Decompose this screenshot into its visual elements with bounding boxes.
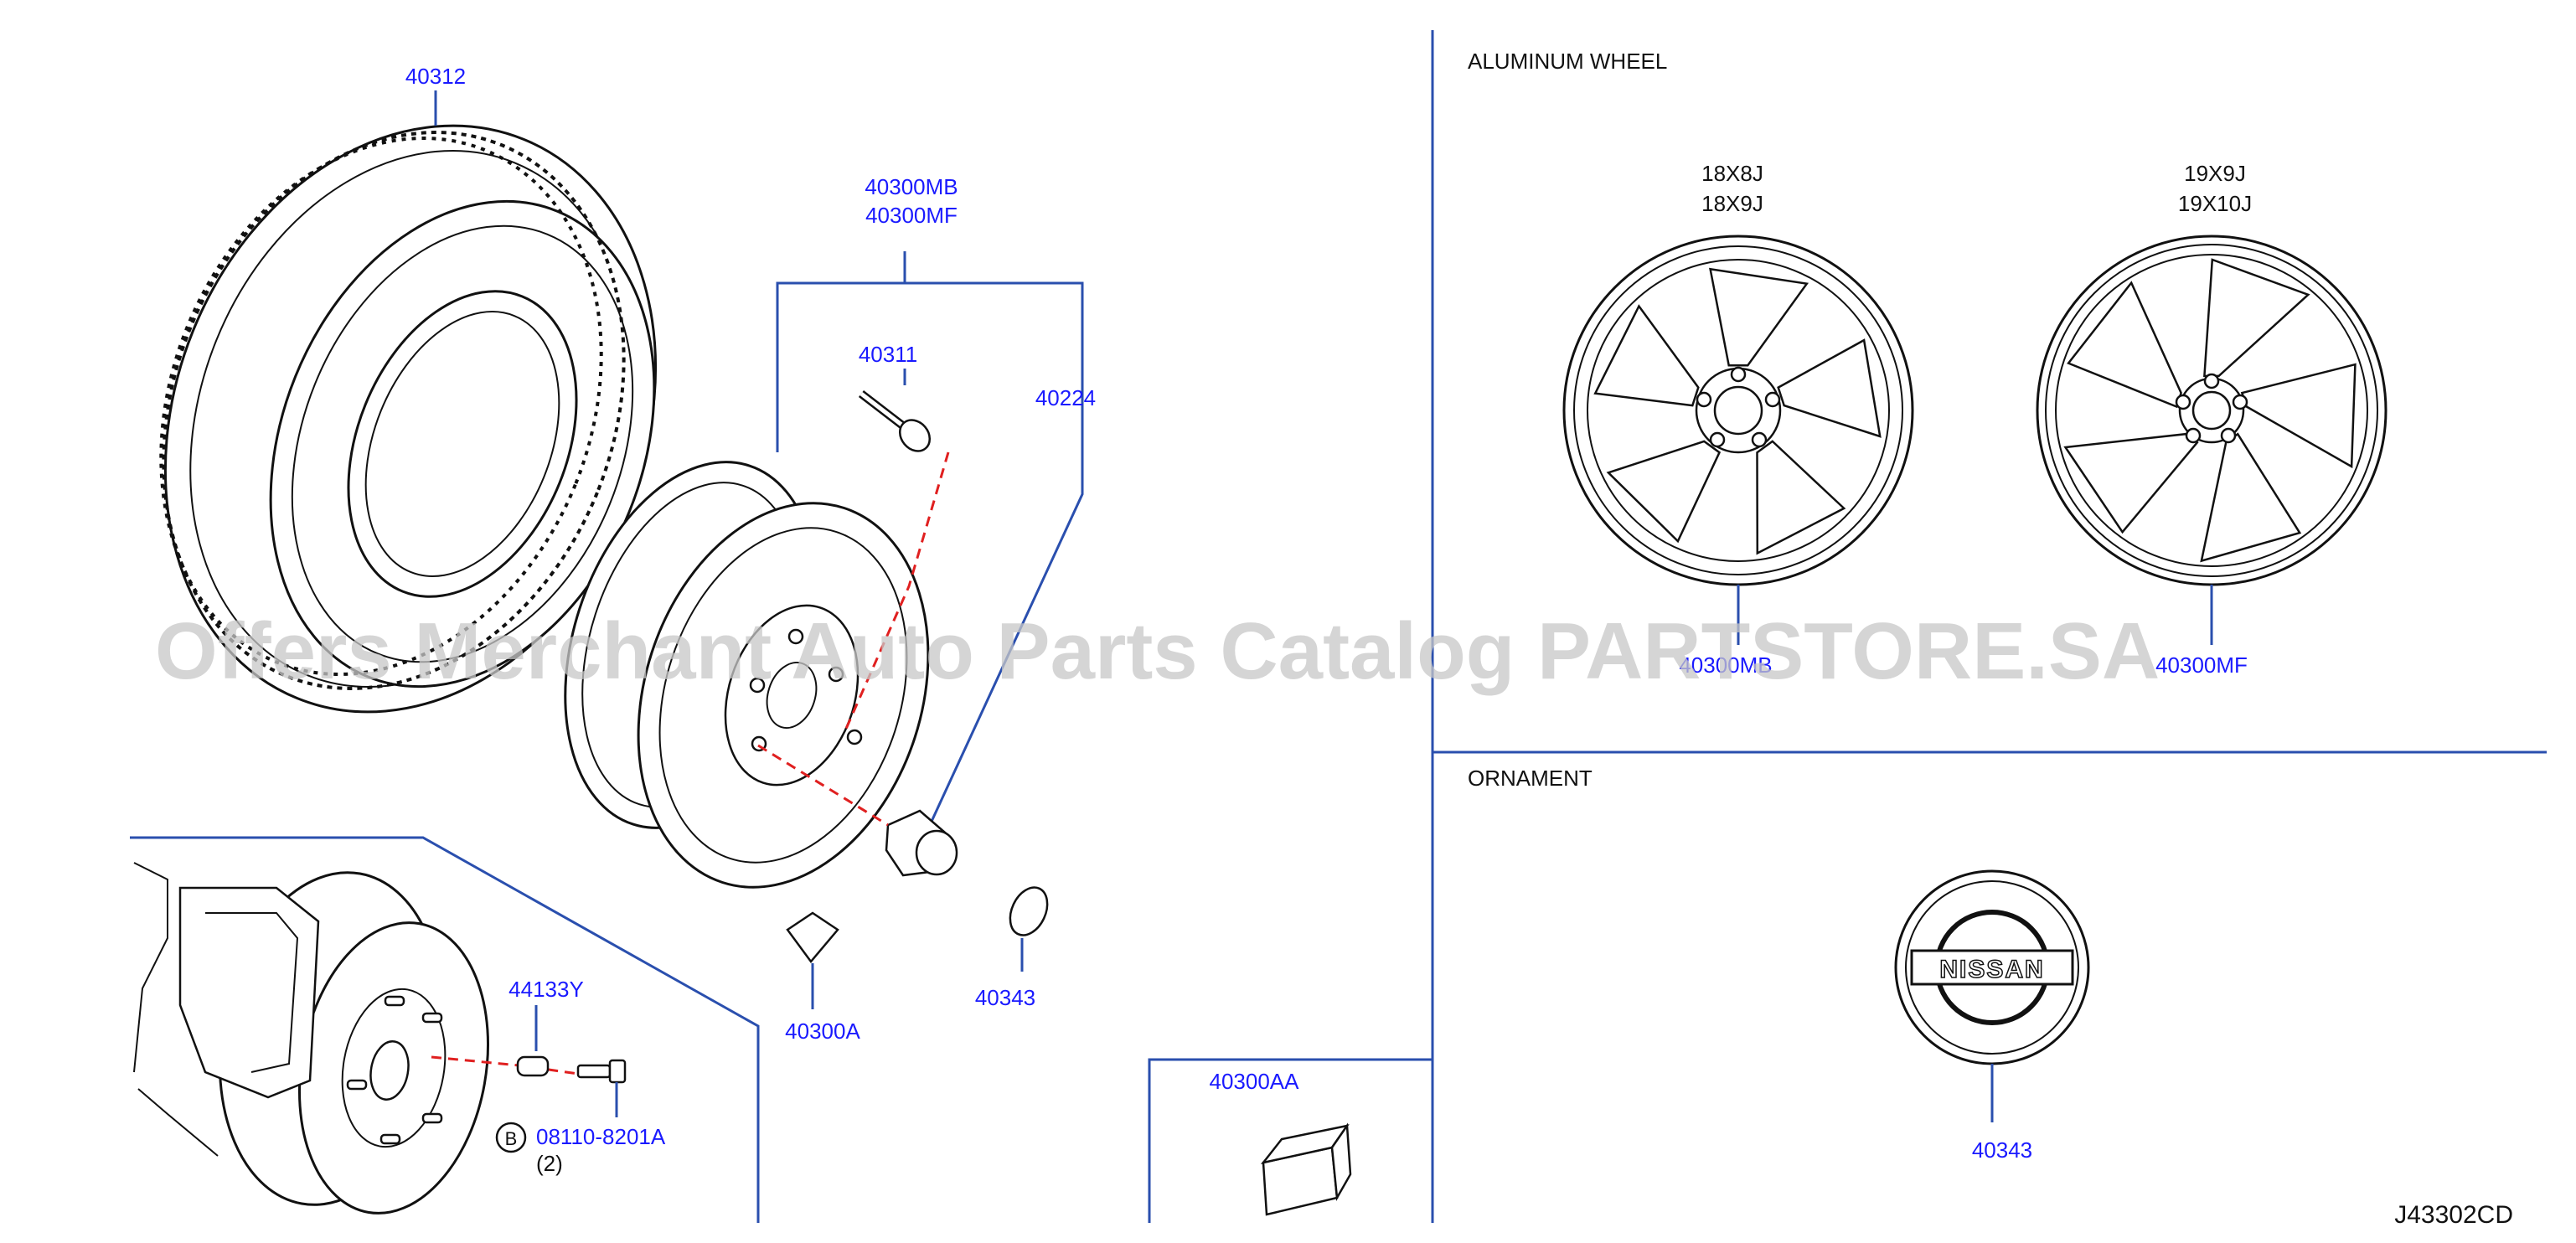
diagram-code: J43302CD <box>2394 1201 2513 1229</box>
alloy-wheel-19in-illustration <box>2036 235 2388 586</box>
alloy-wheel-18in-illustration <box>1562 235 1914 586</box>
label-40300MF: 40300MF <box>865 203 958 228</box>
label-44133Y: 44133Y <box>508 977 584 1002</box>
wheel-spoke <box>1709 267 1809 367</box>
center-cap-illustration <box>1009 886 1049 936</box>
label-40343: 40343 <box>975 985 1035 1010</box>
lug-nut-illustration <box>885 809 958 877</box>
balance-weight-illustration <box>786 911 839 964</box>
wheel-spoke <box>1593 304 1700 407</box>
wheel-spoke <box>1756 440 1846 555</box>
weight-40300AA-illustration <box>1260 1122 1352 1216</box>
wheel-size-19x10j: 19X10J <box>2178 191 2252 216</box>
wheel-size-18x8j: 18X8J <box>1701 161 1763 186</box>
frame-lines <box>130 30 2547 1223</box>
wheel-size-19x9j: 19X9J <box>2184 161 2246 186</box>
tire-illustration <box>159 124 658 714</box>
label-08110-8201A: 08110-8201A <box>536 1124 666 1149</box>
wheel-spoke <box>1606 440 1722 544</box>
label-alu-40300MF: 40300MF <box>2155 652 2248 678</box>
ornament-heading: ORNAMENT <box>1468 766 1593 791</box>
label-40300A: 40300A <box>785 1019 860 1044</box>
bolt-illustration <box>576 1059 627 1084</box>
label-40300MB: 40300MB <box>865 174 958 199</box>
label-40300AA: 40300AA <box>1210 1069 1300 1094</box>
nissan-ornament-illustration: NISSAN <box>1894 869 2090 1065</box>
label-alu-40300MB: 40300MB <box>1679 652 1772 678</box>
label-ornament-40343: 40343 <box>1972 1137 2032 1163</box>
steel-wheel-illustration <box>564 461 930 889</box>
wheel-size-18x9j: 18X9J <box>1701 191 1763 216</box>
watermark-text: Offers Merchant Auto Parts Catalog PARTS… <box>155 606 2160 696</box>
wheel-spoke <box>1777 338 1882 438</box>
valve-stem-illustration <box>858 390 932 452</box>
bolt-badge: B <box>495 1122 527 1153</box>
brake-assembly-illustration <box>133 862 490 1215</box>
label-40311: 40311 <box>859 342 917 367</box>
label-40224: 40224 <box>1035 385 1096 410</box>
nissan-logo-text: NISSAN <box>1939 956 2044 983</box>
label-40312: 40312 <box>405 64 466 89</box>
aluminum-wheel-heading: ALUMINUM WHEEL <box>1468 49 1667 74</box>
stud-illustration <box>516 1055 550 1077</box>
bolt-badge-letter: B <box>505 1128 518 1149</box>
label-bolt-qty: (2) <box>536 1151 563 1176</box>
